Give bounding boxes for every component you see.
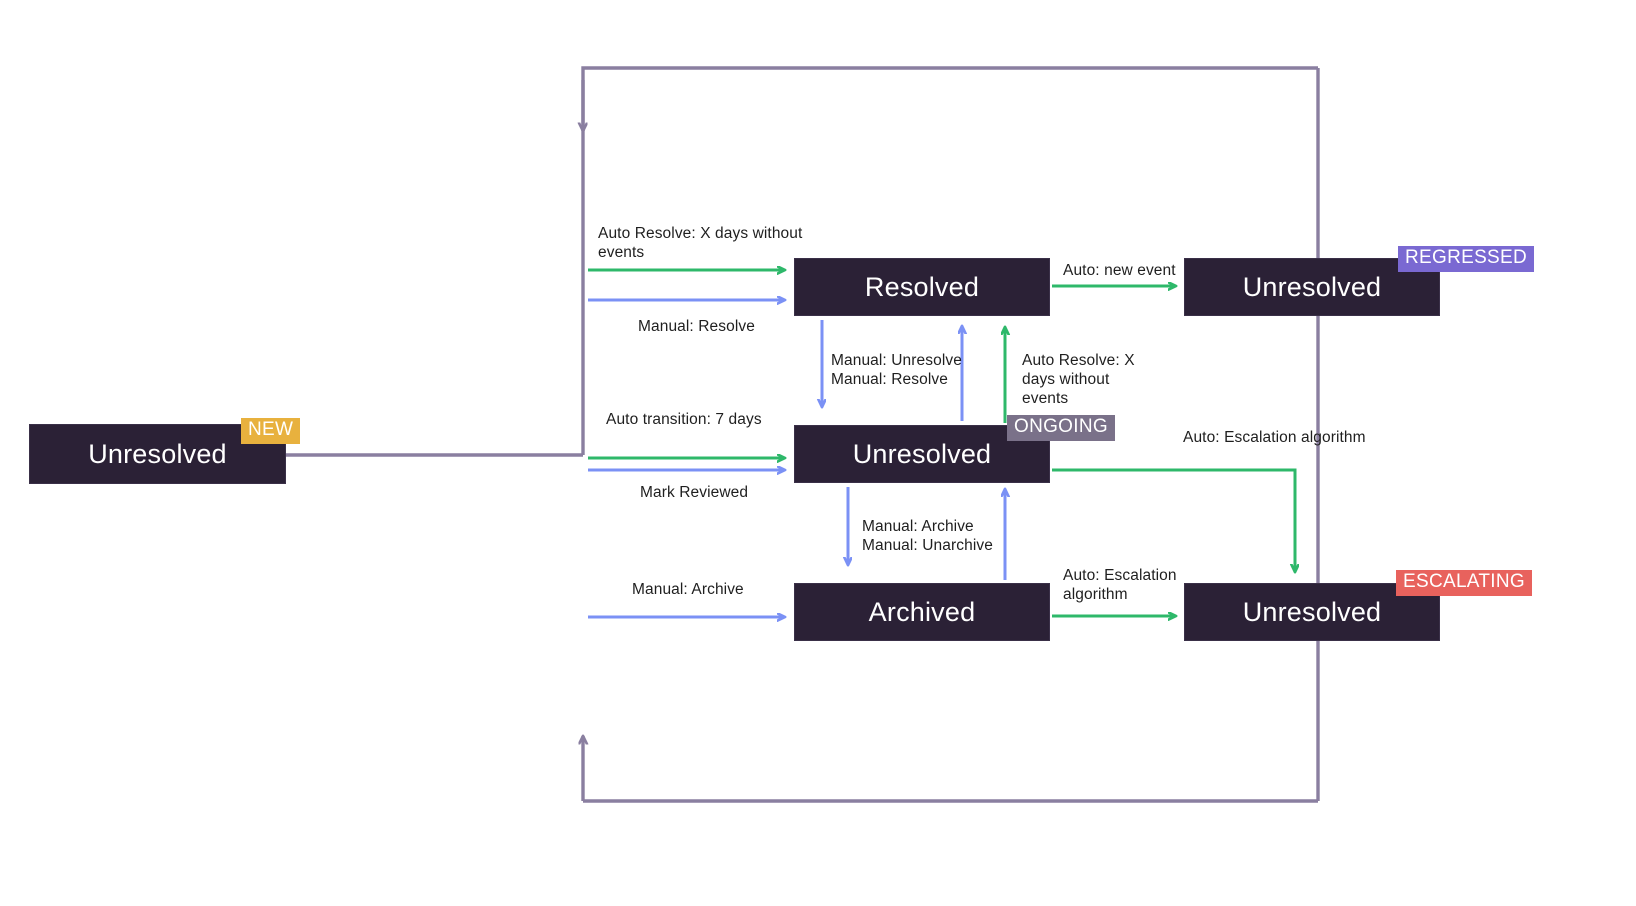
status-badge-escalating: ESCALATING (1396, 570, 1532, 596)
edge-label-auto-resolve-x-days: Auto Resolve: X days without events (598, 225, 803, 261)
status-badge-ongoing: ONGOING (1007, 415, 1115, 441)
state-node-label: Unresolved (1242, 271, 1382, 302)
edge-label-auto-escalation-algorithm-bottom: Auto: Escalation algorithm (1063, 567, 1177, 603)
frame-edges (286, 66, 1320, 803)
state-node-resolved[interactable]: Resolved (794, 258, 1050, 316)
edge-label-auto-new-event: Auto: new event (1063, 262, 1176, 279)
status-badge-new: NEW (241, 418, 301, 444)
auto-edges (588, 270, 1295, 616)
edge-label-mark-reviewed: Mark Reviewed (640, 484, 749, 501)
edge-label-manual-unresolve-resolve: Manual: Unresolve Manual: Resolve (831, 352, 962, 388)
edge-frame-top (581, 66, 1318, 455)
status-badge-regressed: REGRESSED (1398, 246, 1535, 272)
manual-edges (588, 300, 1005, 617)
state-node-label: Archived (868, 596, 976, 627)
edge-label-manual-archive: Manual: Archive (632, 581, 744, 598)
edge-label-auto-escalation-algorithm-top: Auto: Escalation algorithm (1183, 429, 1366, 446)
state-node-ongoing-unresolved[interactable]: Unresolved (794, 425, 1050, 483)
edge-label-manual-archive-unarchive: Manual: Archive Manual: Unarchive (862, 518, 993, 554)
state-node-label: Unresolved (88, 438, 227, 469)
edge-label-manual-resolve: Manual: Resolve (638, 318, 755, 335)
state-node-label: Resolved (864, 271, 980, 302)
state-node-label: Unresolved (852, 438, 992, 469)
edge-label-auto-resolve-x-days-2: Auto Resolve: X days without events (1022, 352, 1135, 407)
state-node-label: Unresolved (1242, 596, 1382, 627)
state-node-regressed-unresolved[interactable]: Unresolved (1184, 258, 1440, 316)
state-node-archived[interactable]: Archived (794, 583, 1050, 641)
edge-label-auto-transition-7-days: Auto transition: 7 days (606, 411, 762, 428)
edge-auto-escalation-top (1052, 468, 1295, 572)
